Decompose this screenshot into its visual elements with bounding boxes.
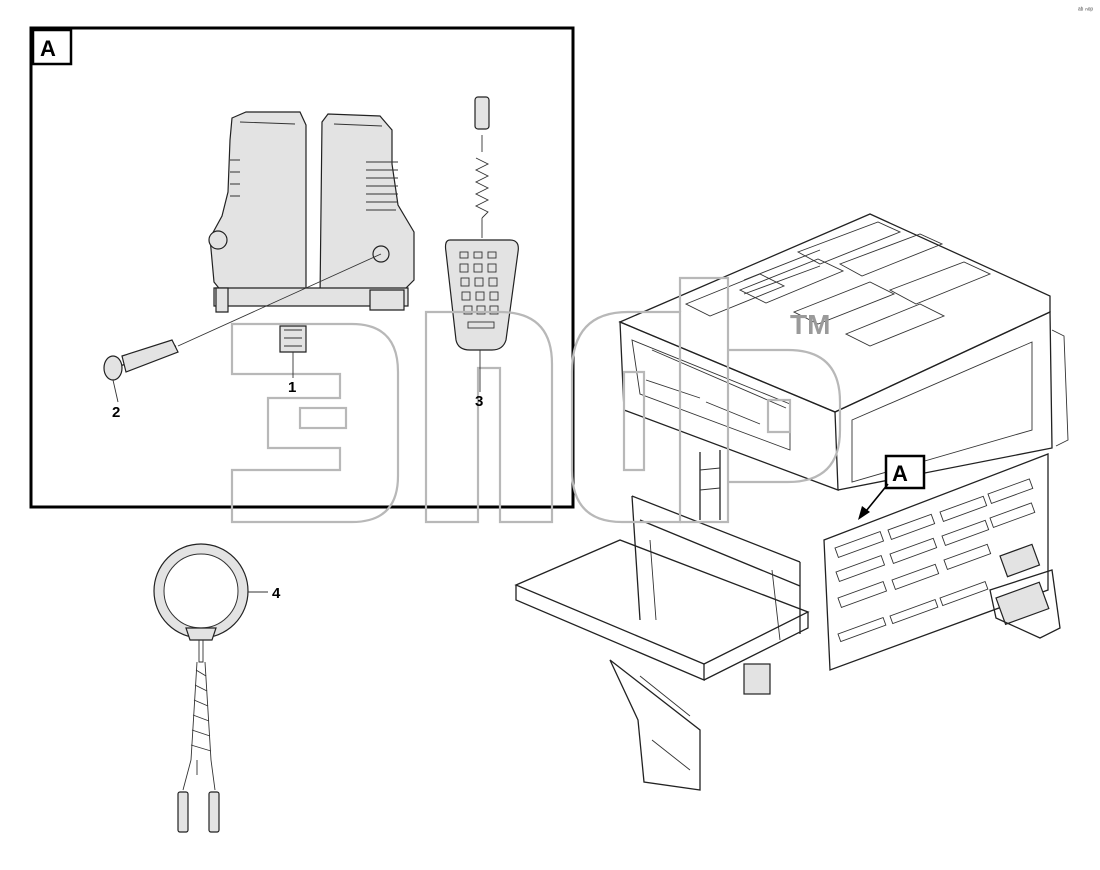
part-label-4: 4 [272,585,281,602]
watermark-tm: TM [790,309,830,340]
detail-box-a: A [29,26,575,509]
detail-frame [29,26,575,509]
corner-mark: ᵃᵇ ⁿᵒᵖ [1078,7,1093,14]
part-label-1: 1 [288,379,296,396]
part-label-2: 2 [112,404,120,421]
part-1-bracket [208,111,415,353]
part-2-pin [103,253,382,381]
vehicle-cab [514,213,1069,791]
watermark: TM [230,276,842,524]
part-3-remote [444,96,519,351]
callout-label: A [892,461,908,486]
part-4-antenna [153,543,249,833]
part-labels: 1 2 3 4 [112,350,483,602]
detail-label-box [31,28,73,66]
callout-label-box [884,454,926,490]
part-label-3: 3 [475,393,483,410]
detail-box-label: A [40,36,56,61]
callout-a: A [858,454,926,520]
